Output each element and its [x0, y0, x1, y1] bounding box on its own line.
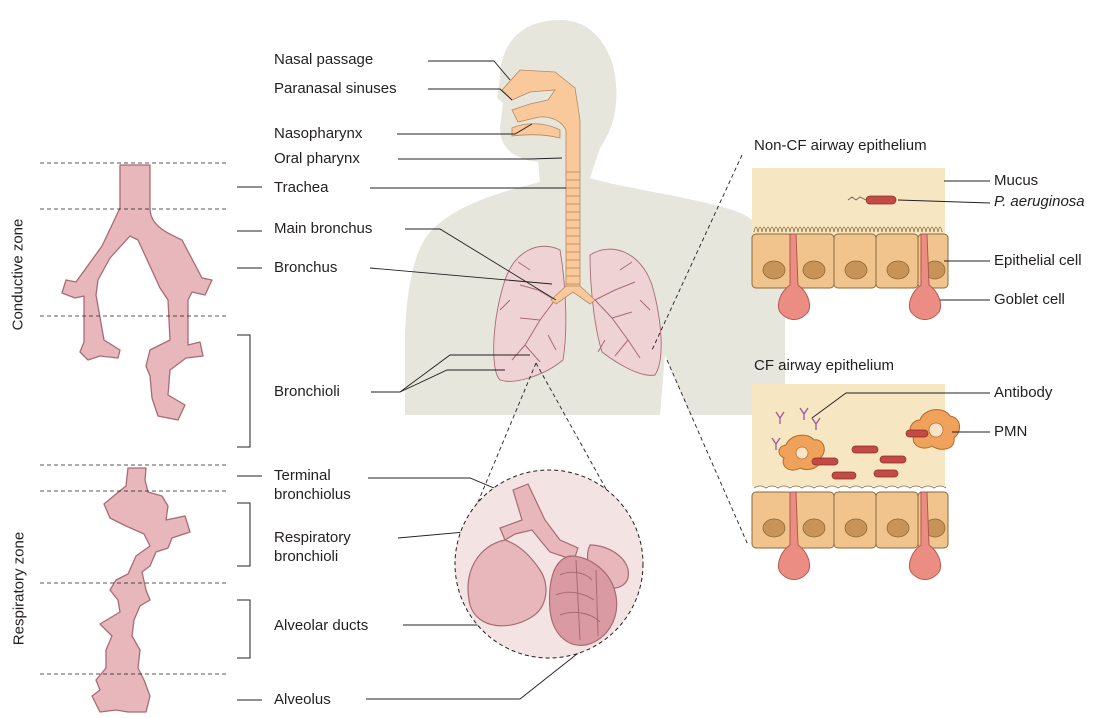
airway-tree: [62, 165, 212, 712]
label-terminal-bronchiolus-line1: Terminal: [274, 467, 331, 485]
body-silhouette: [405, 20, 785, 415]
cf-epithelium: [752, 384, 960, 580]
alveolus-inset: [455, 470, 643, 658]
label-p-aeruginosa: P. aeruginosa: [994, 193, 1085, 211]
label-terminal-bronchiolus-line2: bronchiolus: [274, 486, 351, 504]
label-bronchus: Bronchus: [274, 259, 337, 277]
label-alveolar-ducts: Alveolar ducts: [274, 617, 368, 635]
human-figure: [405, 20, 785, 415]
label-alveolus: Alveolus: [274, 691, 331, 709]
label-antibody: Antibody: [994, 384, 1052, 402]
label-nasal-passage: Nasal passage: [274, 51, 373, 69]
label-main-bronchus: Main bronchus: [274, 220, 372, 238]
label-respiratory-bronchioli-line1: Respiratory: [274, 529, 351, 547]
trachea-rings: [566, 172, 580, 290]
label-epithelial-cell: Epithelial cell: [994, 252, 1082, 270]
zone-brackets: [237, 187, 262, 700]
label-bronchioli: Bronchioli: [274, 383, 340, 401]
conducting-airways: [62, 165, 212, 420]
label-paranasal-sinuses: Paranasal sinuses: [274, 80, 397, 98]
label-goblet-cell: Goblet cell: [994, 291, 1065, 309]
label-pmn: PMN: [994, 423, 1027, 441]
label-nasopharynx: Nasopharynx: [274, 125, 362, 143]
flattened-cilia: [754, 486, 946, 488]
label-respiratory-bronchioli-line2: bronchioli: [274, 548, 338, 566]
label-mucus: Mucus: [994, 172, 1038, 190]
zone-label-respiratory: Respiratory zone: [11, 524, 28, 654]
title-cf-epithelium: CF airway epithelium: [754, 357, 894, 375]
respiratory-airways: [92, 468, 190, 712]
epithelial-cells: [752, 234, 948, 288]
title-non-cf-epithelium: Non-CF airway epithelium: [754, 137, 927, 155]
label-trachea: Trachea: [274, 179, 328, 197]
non-cf-epithelium: [752, 168, 948, 320]
label-oral-pharynx: Oral pharynx: [274, 150, 360, 168]
zone-label-conductive: Conductive zone: [10, 215, 27, 335]
